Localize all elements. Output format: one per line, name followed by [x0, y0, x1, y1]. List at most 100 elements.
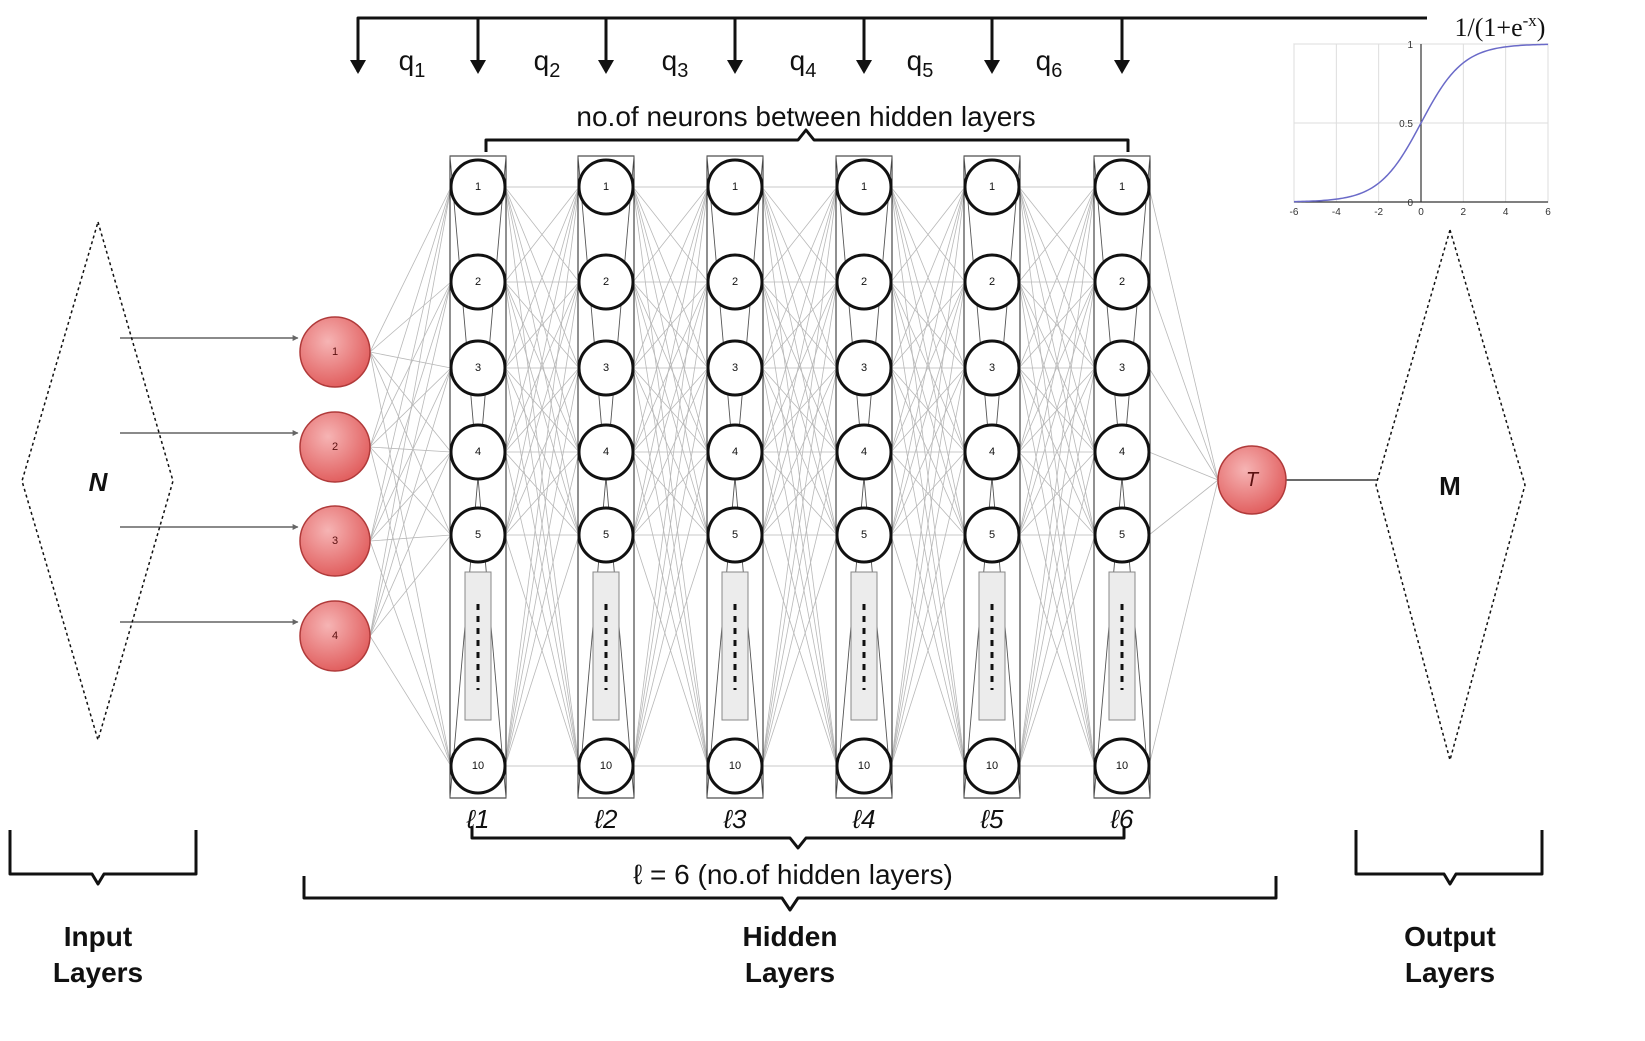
layer-name: ℓ6 — [1110, 804, 1134, 834]
edge — [632, 367, 709, 767]
edge — [504, 281, 580, 767]
edge — [1148, 281, 1219, 481]
hidden-node-label: 3 — [1119, 362, 1125, 374]
layer-name-num: 2 — [602, 804, 618, 834]
hidden-node: 10 — [706, 737, 764, 795]
q-arrow-head — [1114, 60, 1130, 74]
hidden-node-label: 2 — [861, 276, 867, 288]
output-symbol: M — [1439, 471, 1461, 501]
edge — [369, 367, 452, 542]
edge — [761, 186, 838, 536]
edge — [369, 186, 452, 542]
edge — [761, 451, 838, 767]
edge — [890, 451, 966, 767]
hidden-layer-ellipses — [464, 571, 1136, 721]
edge — [369, 351, 452, 369]
hidden-node-circle — [577, 339, 635, 397]
hidden-node-circle — [706, 158, 764, 216]
input-node-circle — [299, 600, 371, 672]
edge — [1148, 367, 1219, 481]
edge — [369, 186, 452, 353]
edge — [761, 367, 838, 767]
hidden-node-circle — [577, 158, 635, 216]
layer-frame — [963, 155, 1021, 799]
edge — [890, 186, 966, 369]
edge — [632, 281, 709, 369]
q-label-base: q — [534, 45, 550, 76]
hidden-node-label: 1 — [603, 181, 609, 193]
edge — [369, 446, 452, 767]
hidden-node: 5 — [963, 506, 1021, 564]
q-label: q6 — [1036, 45, 1063, 82]
output-layers-label-1: Output — [1404, 921, 1496, 952]
edge — [632, 451, 709, 767]
edge — [504, 186, 580, 767]
edge — [761, 367, 838, 536]
edge — [890, 451, 966, 536]
edge — [504, 367, 580, 453]
edge — [890, 186, 966, 536]
layer-name: ℓ4 — [852, 804, 876, 834]
hidden-node: 4 — [963, 423, 1021, 481]
hidden-node: 1 — [706, 158, 764, 216]
hidden-node-label: 10 — [858, 760, 870, 772]
hidden-node-circle — [1093, 339, 1151, 397]
hidden-node-label: 1 — [1119, 181, 1125, 193]
edge — [761, 367, 838, 453]
edge — [890, 367, 966, 536]
q-label: q1 — [399, 45, 426, 82]
hidden-node-label: 10 — [986, 760, 998, 772]
hidden-node-circle — [706, 339, 764, 397]
layer-name-base: ℓ — [980, 804, 991, 834]
edge — [1148, 186, 1219, 481]
edge — [632, 534, 709, 767]
hidden-node-circle — [577, 253, 635, 311]
q-arrow-head — [598, 60, 614, 74]
edge — [890, 186, 966, 767]
hidden-node: 1 — [835, 158, 893, 216]
hidden-node-label: 10 — [729, 760, 741, 772]
layer-name-base: ℓ — [466, 804, 477, 834]
layer-frame — [1093, 155, 1151, 799]
hidden-node: 10 — [835, 737, 893, 795]
layer-name-num: 3 — [732, 804, 747, 834]
input-node-circle — [299, 411, 371, 483]
hidden-node: 3 — [449, 339, 507, 397]
hidden-node: 5 — [706, 506, 764, 564]
edge — [1018, 186, 1096, 453]
edge — [369, 635, 452, 767]
edge — [369, 540, 452, 767]
q-label-sub: 1 — [414, 60, 425, 82]
hidden-node-label: 3 — [861, 362, 867, 374]
hidden-node-label: 2 — [475, 276, 481, 288]
hidden-node-circle — [1093, 737, 1151, 795]
input-node-circle — [299, 505, 371, 577]
q-arrow-head — [727, 60, 743, 74]
edge — [890, 281, 966, 767]
input-layers-label-2: Layers — [53, 957, 143, 988]
layer-name-base: ℓ — [852, 804, 863, 834]
edge — [369, 367, 452, 637]
hidden-node-circle — [835, 423, 893, 481]
hidden-count-brace: ℓ = 6 (no.of hidden layers) — [470, 826, 1126, 890]
edge — [369, 451, 452, 637]
hidden-node: 4 — [449, 423, 507, 481]
edge — [369, 186, 452, 448]
input-symbol: N — [89, 467, 109, 497]
edge — [504, 451, 580, 536]
hidden-node-circle — [706, 506, 764, 564]
input-node-label: 1 — [332, 346, 338, 358]
hidden-node: 10 — [963, 737, 1021, 795]
hidden-node-circle — [963, 253, 1021, 311]
hidden-node-circle — [835, 506, 893, 564]
hidden-node: 2 — [1093, 253, 1151, 311]
hidden-node-label: 5 — [1119, 529, 1125, 541]
hidden-node: 3 — [706, 339, 764, 397]
input-node: 1 — [299, 316, 371, 388]
edge — [1018, 451, 1096, 536]
hidden-node-label: 10 — [472, 760, 484, 772]
